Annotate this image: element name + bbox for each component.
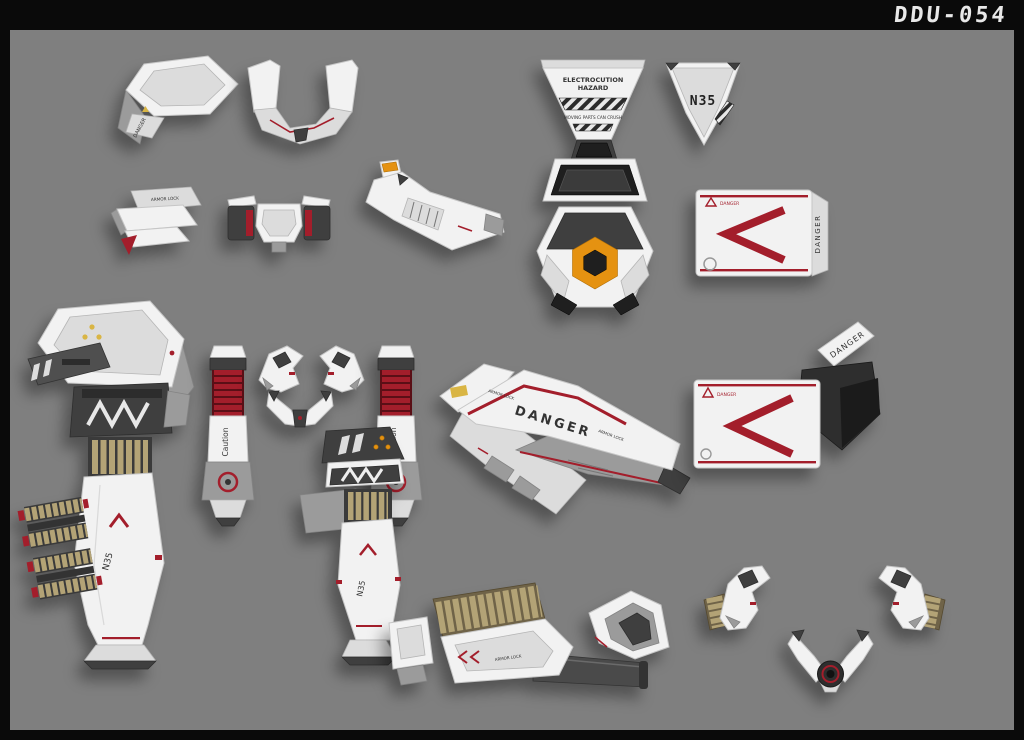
red-dot: [395, 577, 401, 581]
danger-small-label: DANGER: [720, 201, 739, 207]
red-dot: [328, 372, 334, 375]
red-mark: [457, 225, 473, 232]
red-mark: [477, 447, 489, 455]
part-danger-wing-blade: DANGER ARMOR LOCK ARMOR LOCK: [439, 363, 691, 515]
n35-leg-label: N35: [101, 552, 115, 572]
red-pod-face: [246, 210, 253, 236]
n35-leg-label: N35: [355, 580, 367, 598]
part-danger-panel-b: DANGER DANGER: [693, 321, 881, 469]
hazard-dash: [31, 363, 40, 381]
red-chevron: [722, 394, 794, 458]
danger-side-label: DANGER: [814, 214, 822, 253]
part-piston-strut-a: Caution: [201, 345, 255, 527]
red-trim-line: [102, 637, 140, 640]
side-piston-stack: [17, 496, 103, 600]
armor-lock-label: ARMOR LOCK: [151, 196, 180, 202]
red-fin: [121, 235, 137, 255]
yellow-pad: [450, 385, 468, 398]
hazard-stripes: [714, 100, 735, 126]
part-y-connector: [787, 629, 874, 693]
part-u-bracket: [247, 59, 359, 145]
red-chevron-mark: [469, 650, 480, 664]
red-dot: [298, 416, 302, 420]
red-trim-line: [700, 269, 808, 272]
part-danger-panel-a: DANGER DANGER: [695, 189, 829, 277]
sheet-title: DDU-054: [892, 3, 1010, 28]
red-chevron-mark: [108, 512, 130, 528]
part-claw-bracket-a: [258, 345, 304, 393]
emblem-icon: [700, 448, 712, 460]
electrocution-label-1: ELECTROCUTION: [563, 76, 624, 84]
red-dot: [169, 350, 175, 356]
warning-triangle-icon: [704, 196, 718, 207]
red-trim-line: [700, 195, 808, 198]
orange-tip: [381, 161, 399, 173]
emblem-icon: [703, 257, 717, 271]
red-dot: [336, 580, 342, 584]
red-trim-line: [698, 461, 816, 464]
zigzag-marking: [86, 398, 150, 430]
part-armor-lock-plates: ARMOR LOCK: [110, 186, 202, 255]
part-hook-bracket-right: [878, 565, 946, 631]
moving-parts-label: MOVING PARTS CAN CRUSH: [564, 115, 622, 120]
part-canopy-hatch: DANGER: [117, 55, 239, 145]
hazard-dash: [43, 359, 52, 377]
part-warning-plate: ELECTROCUTION HAZARD MOVING PARTS CAN CR…: [540, 59, 646, 161]
red-chevron-mark: [359, 542, 377, 556]
segment-ribs: [706, 595, 728, 629]
red-ring-marking: [217, 471, 239, 493]
red-mark: [594, 636, 608, 648]
zigzag-marking: [340, 466, 384, 484]
red-dot: [750, 602, 756, 605]
hazard-triangle-icon: [142, 106, 149, 112]
red-pod-face: [305, 210, 312, 236]
segment-ribs: [919, 595, 941, 629]
caution-label: Caution: [221, 427, 230, 456]
part-n35-plate: N35: [665, 62, 741, 147]
part-hook-bracket-left: [703, 565, 771, 631]
orange-dots: [373, 435, 391, 450]
part-angled-slide: [365, 159, 505, 251]
segment-ribs: [435, 585, 543, 634]
part-claw-bracket-b: [319, 345, 365, 393]
red-dot: [155, 555, 162, 560]
part-hex-sensor-pod: [536, 158, 654, 316]
yellow-dots: [82, 324, 102, 340]
red-chevron: [715, 206, 786, 264]
armor-lock-label: ARMOR LOCK: [494, 653, 522, 662]
danger-small-label: DANGER: [717, 392, 736, 398]
hazard-stripes: [572, 123, 614, 132]
red-stripe: [467, 384, 627, 426]
hazard-stripes: [558, 97, 628, 111]
red-dot: [289, 372, 295, 375]
electrocution-label-2: HAZARD: [578, 84, 609, 92]
title-bar: DDU-054: [0, 0, 1024, 30]
red-dot: [893, 602, 899, 605]
n35-label: N35: [690, 94, 716, 109]
part-left-leg-assembly: N35: [17, 300, 195, 670]
parts-canvas: DANGER ELECTROCUTION HAZARD MOVING PARTS…: [10, 30, 1014, 730]
red-chevron-mark: [457, 650, 468, 664]
red-trim-line: [698, 384, 816, 387]
part-segmented-arm: ARMOR LOCK: [388, 582, 670, 689]
red-ring-marking: [821, 665, 840, 683]
red-trim-line: [356, 625, 382, 627]
part-twin-pod-clamp: [227, 195, 331, 253]
hazard-dash: [352, 433, 364, 453]
red-edge-line: [519, 451, 685, 489]
hazard-dash: [338, 435, 350, 455]
part-v-fin: [266, 390, 334, 428]
warning-triangle-icon: [701, 386, 715, 398]
